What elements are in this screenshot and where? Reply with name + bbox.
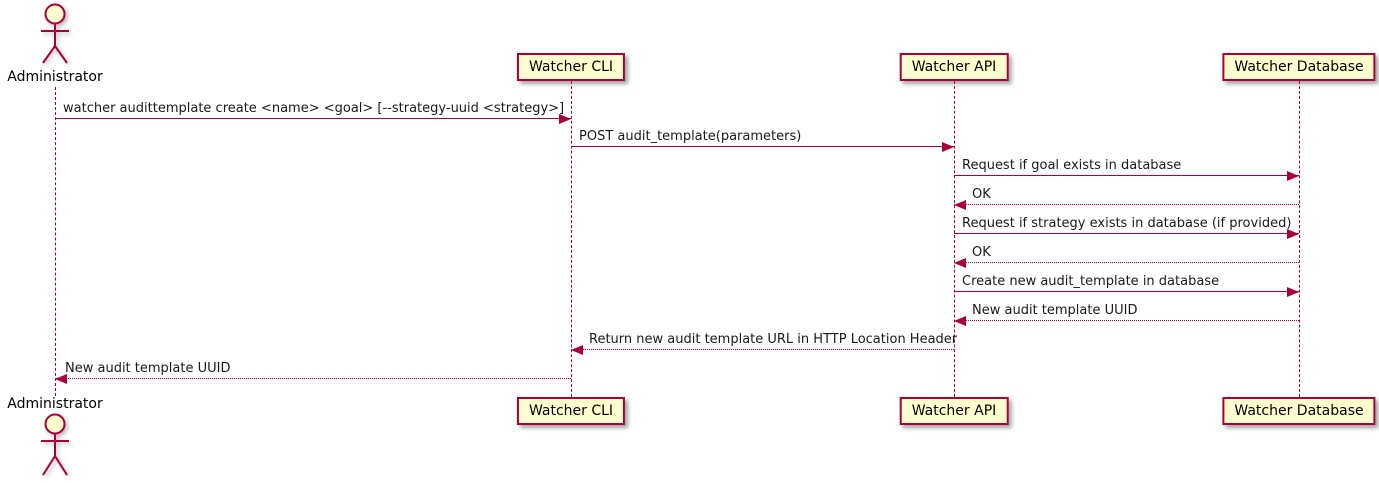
message-6-arrow	[954, 258, 1299, 268]
arrowhead-left-icon	[954, 258, 966, 268]
arrowhead-right-icon	[559, 114, 571, 124]
message-1-arrow	[55, 114, 571, 124]
arrowhead-left-icon	[55, 374, 67, 384]
message-7-arrow	[954, 287, 1299, 297]
lifeline-watcher-database	[1299, 81, 1300, 397]
arrowhead-left-icon	[954, 316, 966, 326]
lifeline-watcher-api	[954, 81, 955, 397]
message-5-arrow	[954, 229, 1299, 239]
arrowhead-right-icon	[942, 142, 954, 152]
message-1-label: watcher audittemplate create <name> <goa…	[63, 101, 565, 116]
message-2-label: POST audit_template(parameters)	[579, 129, 802, 144]
message-10-label: New audit template UUID	[65, 361, 231, 376]
arrowhead-right-icon	[1287, 229, 1299, 239]
arrowhead-left-icon	[954, 200, 966, 210]
arrowhead-right-icon	[1287, 171, 1299, 181]
message-9-arrow	[571, 345, 954, 355]
message-5-label: Request if strategy exists in database (…	[962, 216, 1292, 231]
actor-icon	[41, 413, 69, 476]
message-6-label: OK	[972, 245, 991, 260]
actor-icon	[41, 3, 69, 64]
message-3-label: Request if goal exists in database	[962, 158, 1182, 173]
actor-administrator-bottom-label: Administrator	[7, 396, 103, 412]
arrowhead-right-icon	[1287, 287, 1299, 297]
participant-watcher-api-top: Watcher API	[899, 53, 1009, 81]
message-3-arrow	[954, 171, 1299, 181]
message-4-arrow	[954, 200, 1299, 210]
actor-administrator-top-label: Administrator	[7, 69, 103, 85]
participant-watcher-api-bottom: Watcher API	[899, 397, 1009, 425]
message-8-label: New audit template UUID	[972, 303, 1138, 318]
message-2-arrow	[571, 142, 954, 152]
message-9-label: Return new audit template URL in HTTP Lo…	[589, 332, 958, 347]
message-7-label: Create new audit_template in database	[962, 274, 1220, 289]
arrowhead-left-icon	[571, 345, 583, 355]
message-4-label: OK	[972, 187, 991, 202]
lifeline-administrator	[55, 87, 56, 396]
lifeline-watcher-cli	[571, 81, 572, 397]
participant-watcher-database-bottom: Watcher Database	[1222, 397, 1376, 425]
message-10-arrow	[55, 374, 571, 384]
participant-watcher-cli-top: Watcher CLI	[516, 53, 626, 81]
message-8-arrow	[954, 316, 1299, 326]
participant-watcher-cli-bottom: Watcher CLI	[516, 397, 626, 425]
participant-watcher-database-top: Watcher Database	[1222, 53, 1376, 81]
